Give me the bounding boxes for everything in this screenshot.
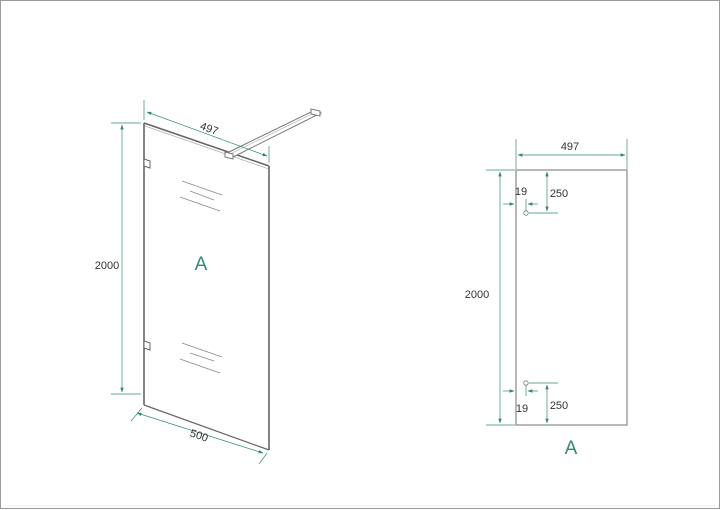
wall-bracket-icon xyxy=(143,158,151,351)
dim-label-top-hole-x: 19 xyxy=(515,186,527,198)
panel-label-front: A xyxy=(565,438,578,459)
panel-label-perspective: A xyxy=(195,254,208,275)
dim-label-top-hole-y: 250 xyxy=(550,188,568,200)
perspective-view: 497 2000 500 A xyxy=(95,100,323,465)
dim-label-bottom-hole-y: 250 xyxy=(550,400,568,412)
dimension-top-width xyxy=(143,100,270,163)
dim-label-height: 2000 xyxy=(95,260,119,272)
dimension-bottom-width xyxy=(130,407,268,465)
dimension-bottom-hole-y xyxy=(529,382,558,424)
dimension-height xyxy=(111,122,141,395)
stabilizer-bar xyxy=(224,108,323,160)
glass-panel-front xyxy=(515,169,628,426)
dimension-front-height xyxy=(486,169,515,426)
dimension-front-width xyxy=(515,139,628,169)
dim-label-bottom-hole-x: 19 xyxy=(516,403,528,415)
dimension-top-hole-x xyxy=(503,199,538,211)
dimension-bottom-hole-x xyxy=(503,385,538,396)
glass-reflection-lines xyxy=(179,180,223,374)
bottom-hole-icon xyxy=(523,380,529,386)
glass-panel-perspective xyxy=(143,122,270,451)
dimension-top-hole-y xyxy=(529,171,558,214)
top-hole-icon xyxy=(523,210,529,216)
dim-label-top-width: 497 xyxy=(198,120,219,138)
dim-label-bottom-width: 500 xyxy=(188,428,209,445)
dim-label-front-width: 497 xyxy=(561,141,579,153)
front-view: 497 2000 19 250 19 xyxy=(465,139,628,459)
dim-label-front-height: 2000 xyxy=(465,289,489,301)
